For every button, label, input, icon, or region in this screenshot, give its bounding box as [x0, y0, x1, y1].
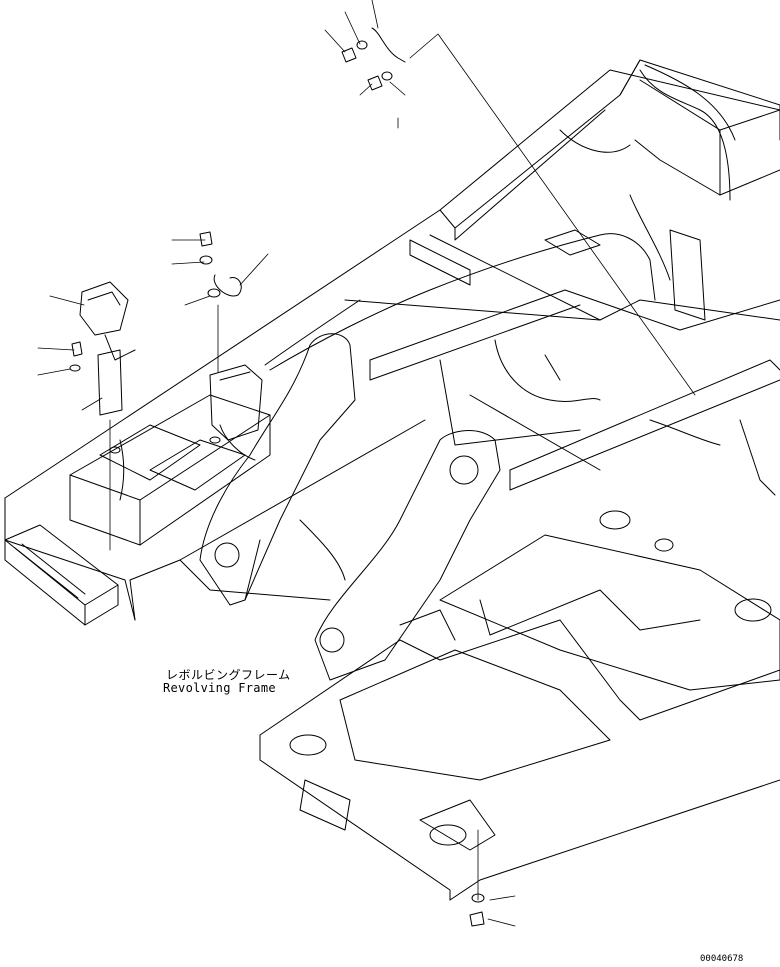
- wiring-harness: [120, 65, 775, 580]
- drawing-code: 00040678: [700, 954, 744, 964]
- frame-label-japanese: レボルビングフレーム: [166, 668, 291, 682]
- battery-assembly: [70, 365, 270, 545]
- leader-lines: [38, 0, 695, 926]
- step-plate: [5, 525, 118, 625]
- fasteners: [70, 28, 484, 926]
- revolving-frame: [5, 60, 780, 900]
- frame-label-english: Revolving Frame: [163, 681, 276, 695]
- work-lamp: [80, 282, 135, 415]
